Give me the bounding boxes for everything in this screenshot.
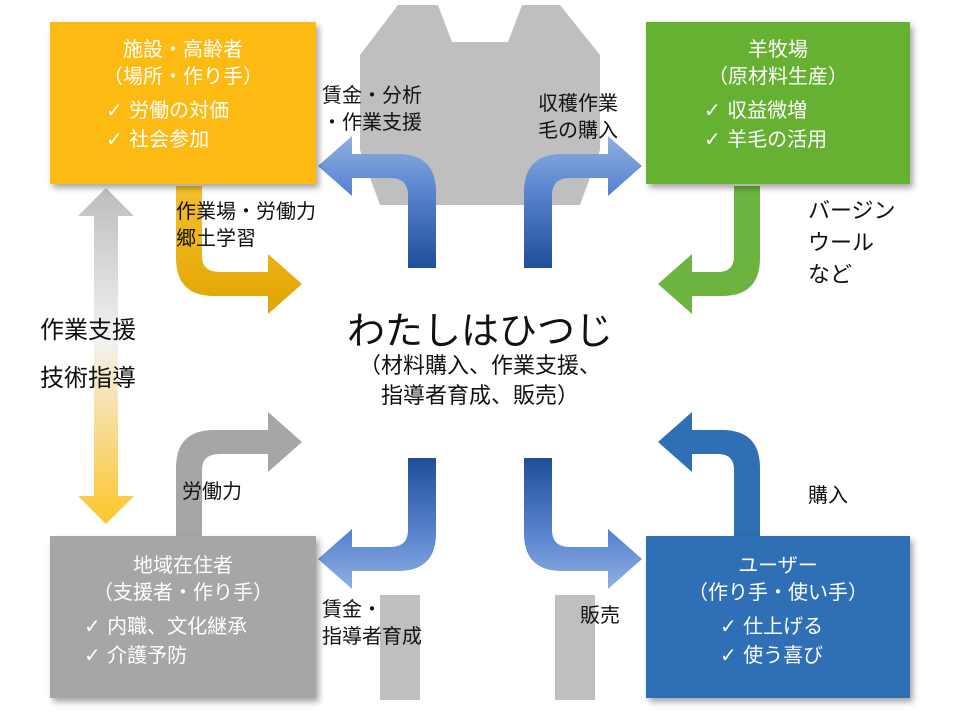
ranch-subtitle: （原材料生産） [708,64,848,88]
arrow-center-to-residents [318,458,436,589]
facility-subtitle: （場所・作り手） [103,64,263,88]
users-title: ユーザー [738,553,818,577]
center-subtitle-line: 指導者育成、販売） [380,384,579,409]
ranch-title: 羊牧場 [748,37,808,61]
label-line: 賃金・分析 [322,83,422,107]
label-labor: 労働力 [182,479,242,503]
users-item: 仕上げる [720,612,910,641]
label-purchase: 購入 [808,483,848,507]
label-line: 作業場・労働力 [176,199,316,223]
label-harvest: 収穫作業 毛の購入 [538,90,618,144]
label-line: 郷土学習 [176,226,256,250]
label-sales: 販売 [580,603,620,627]
facility-item: 労働の対価 [106,96,316,125]
label-line: 賃金・ [322,597,382,621]
arrow-facility-residents [78,188,134,524]
label-line: バージン [808,199,896,224]
residents-title: 地域在住者 [133,553,233,577]
residents-box: 地域在住者 （支援者・作り手） 内職、文化継承 介護予防 [50,536,316,698]
label-line: 技術指導 [40,364,136,392]
arrow-users-to-center [658,412,760,536]
users-item: 使う喜び [720,641,910,670]
label-line: ウール [808,231,875,256]
arrow-center-to-users [524,458,642,589]
arrow-center-to-ranch [524,136,642,268]
facility-box: 施設・高齢者 （場所・作り手） 労働の対価 社会参加 [50,22,316,184]
arrow-center-to-facility [318,136,436,268]
arrow-residents-to-center [176,412,302,536]
users-box: ユーザー （作り手・使い手） 仕上げる 使う喜び [646,536,910,698]
ranch-item: 羊毛の活用 [704,125,910,154]
label-workplace: 作業場・労働力 郷土学習 [176,198,316,252]
center-subtitle-line: （材料購入、作業支援、 [358,354,601,379]
users-subtitle: （作り手・使い手） [688,580,868,604]
residents-subtitle: （支援者・作り手） [93,580,273,604]
facility-title: 施設・高齢者 [123,37,243,61]
residents-item: 内職、文化継承 [84,612,316,641]
sheep-silhouette [360,5,600,700]
label-line: 収穫作業 [538,91,618,115]
label-wage-training: 賃金・ 指導者育成 [322,596,422,650]
ranch-box: 羊牧場 （原材料生産） 収益微増 羊毛の活用 [646,22,910,184]
label-line: 作業支援 [40,316,136,344]
label-line: 毛の購入 [538,118,618,142]
ranch-item: 収益微増 [704,96,910,125]
label-support: 作業支援 技術指導 [40,306,136,402]
label-line: ・作業支援 [322,110,422,134]
arrow-ranch-to-center [658,186,760,314]
facility-item: 社会参加 [106,125,316,154]
residents-item: 介護予防 [84,641,316,670]
center-subtitle: （材料購入、作業支援、 指導者育成、販売） [300,352,660,412]
label-wage-analysis: 賃金・分析 ・作業支援 [322,82,422,136]
label-virgin-wool: バージン ウール など [808,196,896,292]
label-line: など [808,263,853,288]
arrow-facility-to-center [176,186,302,314]
center-title: わたしはひつじ [346,309,613,353]
label-line: 指導者育成 [322,624,422,648]
